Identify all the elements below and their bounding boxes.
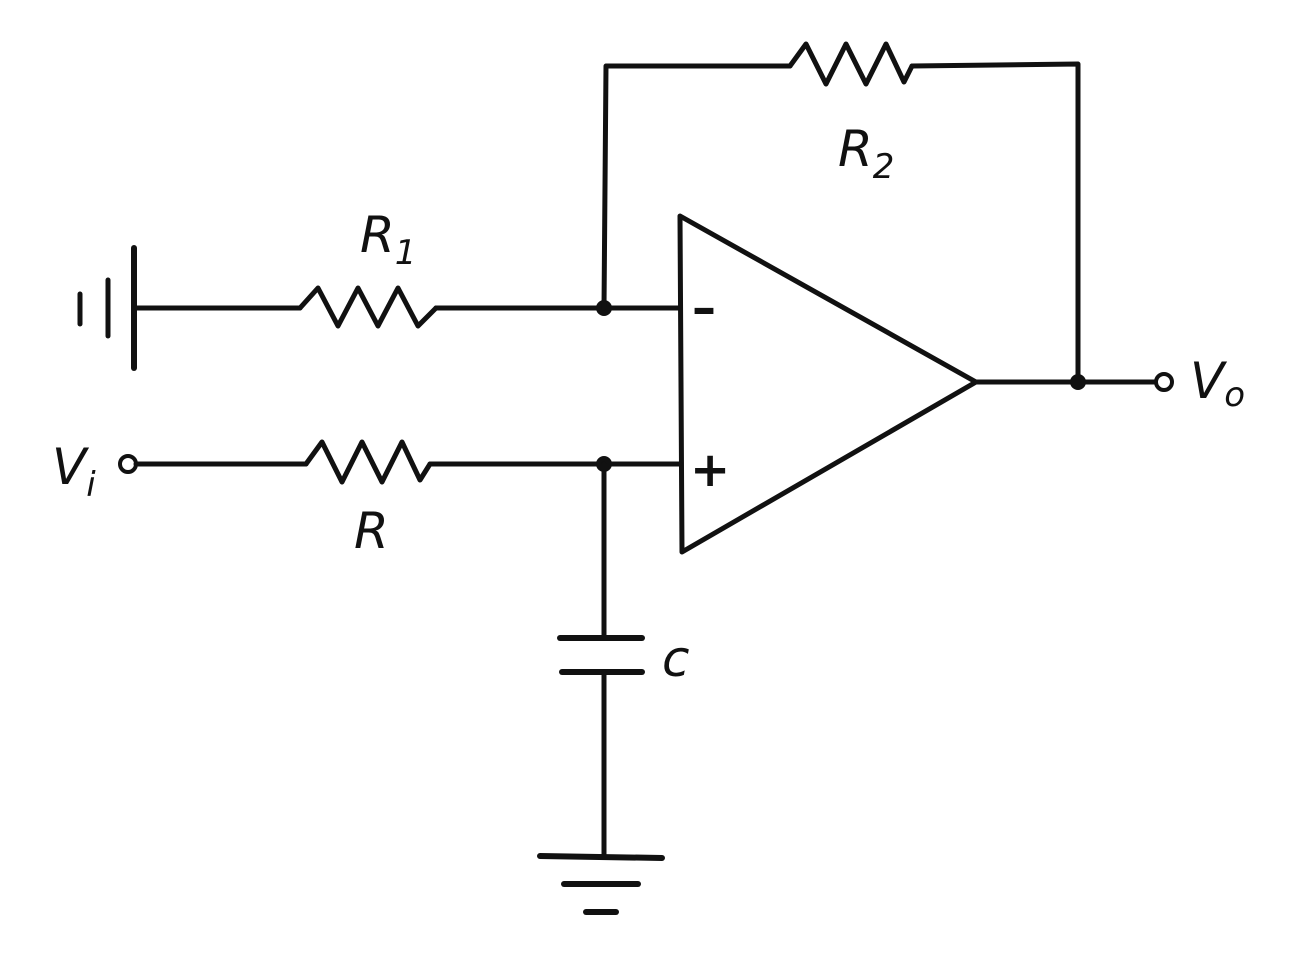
- label-r: R: [354, 502, 389, 560]
- junction-output-node: [1070, 374, 1086, 390]
- reference-source: [77, 245, 137, 371]
- label-vo: Vo: [1190, 352, 1245, 415]
- op-amp: [677, 213, 979, 555]
- label-r1: R1: [360, 206, 416, 273]
- terminal-vo: [1154, 372, 1174, 392]
- wire-feedback-left: [601, 63, 793, 311]
- ground-symbol: [537, 853, 665, 915]
- label-vi: Vi: [52, 438, 96, 505]
- op-amp-noninverting-sign: +: [690, 442, 730, 498]
- wire-feedback-right: [909, 61, 1081, 385]
- resistor-r1: [297, 285, 439, 329]
- label-r2: R2: [838, 120, 894, 187]
- resistor-r: [303, 439, 433, 485]
- op-amp-inverting-sign: –: [692, 280, 716, 336]
- resistor-r2: [787, 41, 915, 87]
- label-c: c: [662, 630, 690, 688]
- capacitor-c: [557, 635, 645, 675]
